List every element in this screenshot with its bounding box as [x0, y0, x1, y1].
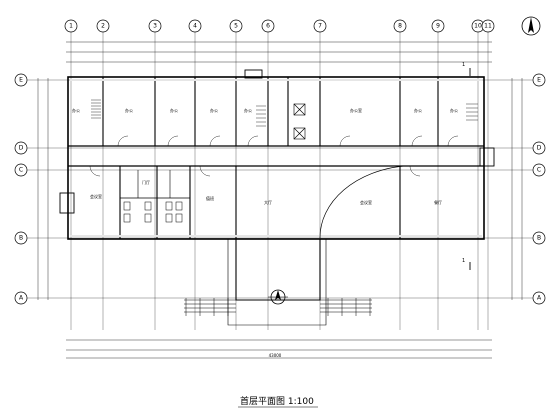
building-walls	[59, 69, 495, 326]
svg-text:5: 5	[234, 23, 238, 30]
room-label-r14: 餐厅	[434, 199, 442, 205]
axis-marker-4: 4	[188, 19, 202, 330]
svg-text:1: 1	[69, 23, 73, 30]
axis-marker-C: C	[14, 163, 540, 177]
section-mark-bottom: 1	[462, 258, 471, 270]
svg-text:6: 6	[266, 23, 270, 30]
stair-left-icon	[91, 99, 101, 119]
svg-text:9: 9	[436, 23, 440, 30]
room-label-r2: 办公	[170, 107, 178, 113]
axis-marker-1: 1	[64, 19, 78, 330]
total-dimension: 43000	[269, 353, 282, 358]
axis-marker-A: A	[14, 291, 540, 305]
door-swings	[89, 135, 459, 239]
axis-marker-C-right: C	[532, 163, 546, 177]
room-label-r12: 大厅	[264, 199, 272, 205]
axis-marker-11: 11	[481, 19, 495, 330]
room-label-r5: 办公	[244, 107, 252, 113]
room-label-r10: 门厅	[142, 179, 150, 185]
axis-marker-B: B	[14, 231, 540, 245]
axis-marker-D-right: D	[532, 141, 546, 155]
svg-text:8: 8	[398, 23, 402, 30]
room-label-r8: 办公	[450, 107, 458, 113]
svg-text:4: 4	[193, 23, 197, 30]
svg-text:10: 10	[474, 23, 482, 30]
room-label-r11: 值班	[206, 195, 214, 201]
svg-text:E: E	[537, 77, 541, 84]
axis-marker-D: D	[14, 141, 540, 155]
stair-right-icon	[466, 103, 478, 121]
top-axis-markers: 1 2 3 4 5 6 7 8 9 10 11	[64, 19, 495, 330]
room-labels: 办公 办公 办公 办公 办公 办公室 办公 办公 会议室 门厅 值班 大厅 会议…	[72, 107, 458, 205]
room-label-r7: 办公	[414, 107, 422, 113]
svg-text:C: C	[537, 167, 541, 174]
svg-text:7: 7	[318, 23, 322, 30]
room-label-r1: 办公	[125, 107, 133, 113]
elevator-icon	[293, 103, 306, 140]
room-label-r6: 办公室	[350, 107, 362, 113]
axis-marker-2: 2	[96, 19, 110, 330]
stair-center-icon	[256, 105, 266, 127]
axis-marker-6: 6	[261, 19, 275, 330]
svg-text:A: A	[537, 295, 542, 302]
axis-marker-B-right: B	[532, 231, 546, 245]
svg-text:D: D	[537, 145, 542, 152]
room-label-r4: 办公	[72, 107, 80, 113]
svg-text:11: 11	[484, 23, 492, 30]
svg-text:E: E	[19, 77, 23, 84]
north-arrow-icon	[521, 16, 541, 36]
svg-text:1: 1	[462, 62, 465, 68]
front-steps	[184, 298, 372, 316]
svg-text:首层平面图 1:100: 首层平面图 1:100	[240, 395, 314, 407]
axis-marker-E-right: E	[532, 73, 546, 87]
toilet-fixtures-icon	[123, 201, 183, 223]
axis-marker-A-right: A	[532, 291, 546, 305]
svg-text:D: D	[19, 145, 24, 152]
axis-marker-10: 10	[471, 19, 485, 330]
svg-text:B: B	[537, 235, 541, 242]
svg-text:3: 3	[153, 23, 157, 30]
drawing-caption: 首层平面图 1:100	[238, 395, 318, 408]
svg-text:2: 2	[101, 23, 105, 30]
svg-text:C: C	[19, 167, 23, 174]
svg-text:B: B	[19, 235, 23, 242]
room-label-r3: 办公	[210, 107, 218, 113]
room-label-r9: 会议室	[90, 193, 102, 199]
axis-marker-3: 3	[148, 19, 162, 330]
side-axis-markers: E D C B A E D C B A	[14, 73, 546, 305]
entrance-marker-icon	[268, 289, 288, 305]
axis-marker-9: 9	[431, 19, 445, 330]
dimension-lines	[37, 41, 523, 359]
svg-text:1: 1	[462, 258, 465, 264]
wall-hatch	[70, 79, 482, 237]
section-mark-top: 1	[462, 62, 471, 76]
room-label-r13: 会议室	[360, 199, 372, 205]
svg-text:A: A	[19, 295, 24, 302]
